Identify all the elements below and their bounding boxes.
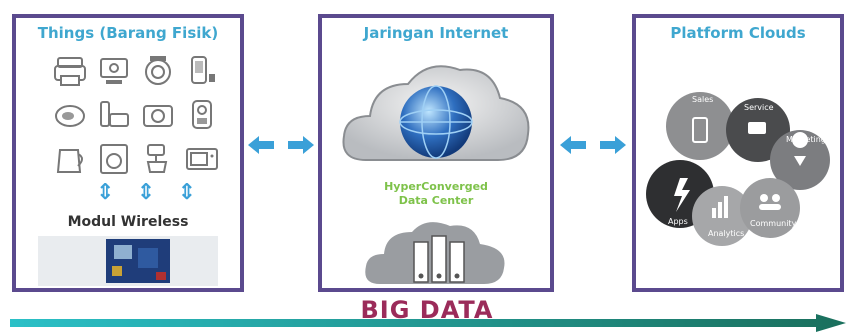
network-panel: Jaringan Internet HyperConverged Data Ce… [318,14,554,292]
router-icon [55,105,85,127]
thermostat-icon [192,100,212,129]
bar-chart-icon [712,208,716,218]
community-label: Community [750,219,797,228]
kettle-icon [56,149,83,173]
cloud-services-cluster: Sales Service Marketing Apps Analytics C… [646,92,830,246]
cloud-title: Platform Clouds [670,24,806,42]
service-label: Service [744,103,774,112]
things-panel: Things (Barang Fisik) ⇕ ⇕ ⇕ Modul Wirele… [12,14,244,292]
things-title: Things (Barang Fisik) [37,24,219,42]
marketing-label: Marketing [786,135,826,144]
bidirectional-arrow-2 [560,136,626,154]
camera-icon [143,105,173,127]
right-arrow-icon [600,136,626,154]
left-arrow-icon [248,136,274,154]
chat-icon [748,122,766,134]
right-arrow-icon [288,136,314,154]
dryer-icon [100,144,128,174]
analytics-label: Analytics [708,229,744,238]
bidirectional-arrow-1 [248,136,314,154]
sales-label: Sales [692,95,713,104]
circuit-board-icon [106,239,170,283]
lightning-icon [674,178,690,212]
hc-label-line1: HyperConverged [384,180,488,193]
wireless-module-image [38,236,218,286]
washer-icon [145,56,171,85]
left-arrow-icon [560,136,586,154]
hyperconverged-label: HyperConverged Data Center [322,180,550,208]
up-down-arrow-icon: ⇕ [136,180,156,205]
internet-cloud-icon [342,65,530,161]
microwave-icon [186,148,218,170]
cloud-panel: Platform Clouds Sales Service Marketing … [632,14,844,292]
location-pin-icon [792,132,809,166]
mixer-icon [146,144,168,173]
sales-circle [666,92,734,160]
phone-icon [191,56,215,84]
hc-label-line2: Data Center [398,194,474,207]
network-title: Jaringan Internet [363,24,509,42]
cordless-phone-icon [100,101,129,127]
up-down-arrows: ⇕ ⇕ ⇕ [96,182,196,204]
big-data-arrow [10,314,846,332]
data-center-cloud-icon [365,222,505,284]
people-icon [760,194,768,202]
monitor-icon [100,58,128,84]
arrow-right-icon [10,314,846,332]
modul-wireless-label: Modul Wireless [67,214,189,230]
up-down-arrow-icon: ⇕ [177,180,196,205]
device-icon-grid [52,54,222,176]
smartphone-icon [692,117,708,143]
up-down-arrow-icon: ⇕ [96,180,115,205]
printer-icon [54,57,86,86]
apps-label: Apps [668,217,688,226]
